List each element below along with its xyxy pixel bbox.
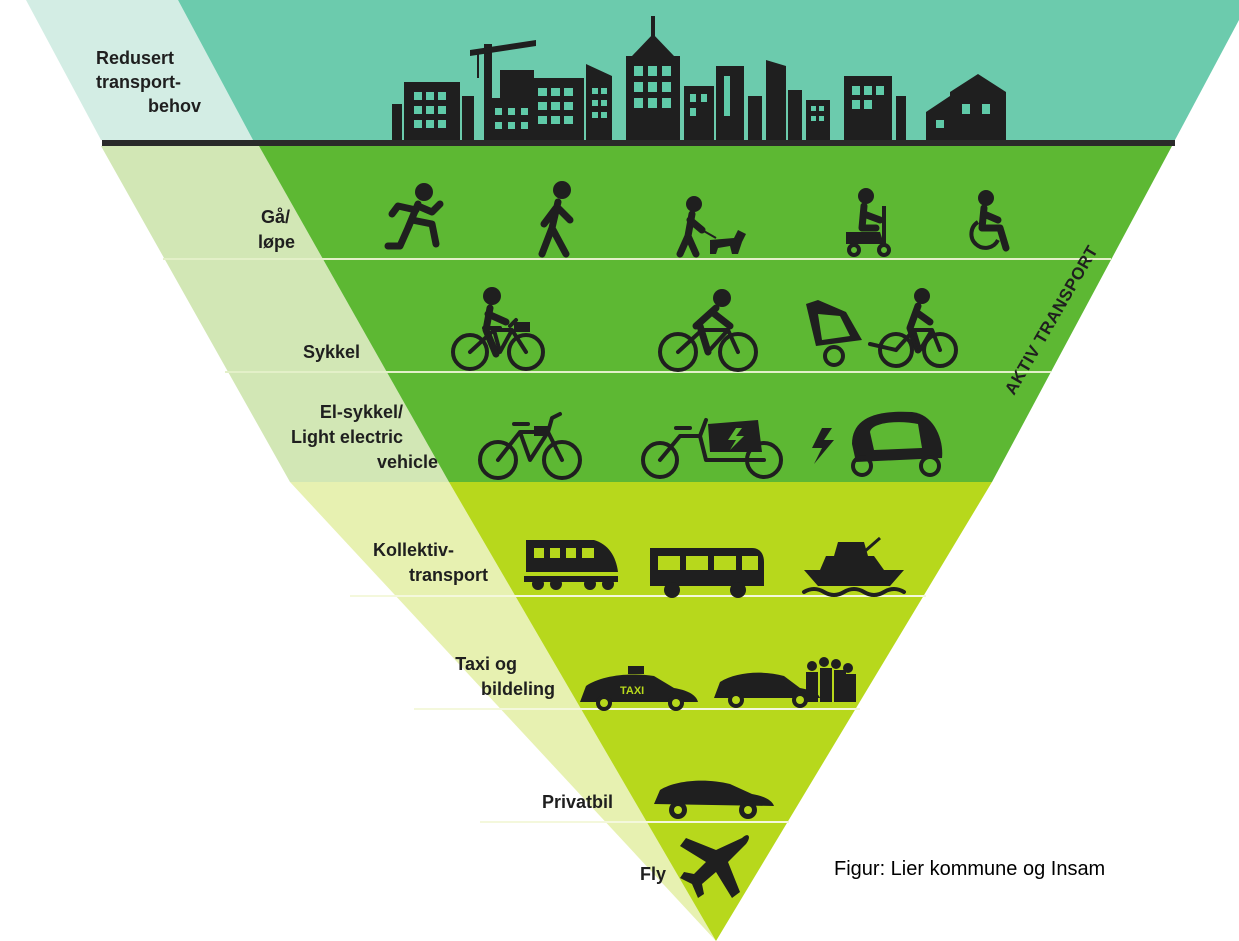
label-reduced-need: Redusert transport- behov	[96, 48, 201, 116]
label-fly: Fly	[640, 864, 666, 884]
airplane-icon	[680, 835, 749, 898]
train-icon	[524, 540, 618, 590]
runner-icon	[384, 183, 444, 250]
label-public-transport: Kollektiv- transport	[373, 540, 488, 585]
label-taxi: Taxi og bildeling	[455, 654, 555, 699]
cargo-ebike-icon	[641, 418, 783, 479]
label-walk: Gå/ løpe	[258, 207, 295, 252]
active-transport-band-light	[101, 146, 449, 482]
city-bike-icon	[451, 287, 545, 371]
bus-icon	[650, 548, 764, 598]
figure-caption: Figur: Lier kommune og Insam	[834, 858, 1106, 880]
label-ebike: El-sykkel/ Light electric vehicle	[291, 402, 438, 472]
wheelchair-icon	[969, 190, 1010, 252]
taxi-icon: TAXI	[580, 666, 698, 711]
label-bike: Sykkel	[303, 342, 360, 362]
label-private-car: Privatbil	[542, 792, 613, 812]
reduced-need-band-light	[26, 0, 253, 140]
people-group-icon	[806, 657, 856, 702]
shared-car-icon	[714, 672, 820, 708]
electric-bike-icon	[478, 412, 582, 480]
ferry-icon	[802, 536, 906, 597]
road-bike-icon	[658, 289, 758, 372]
walker-icon	[538, 181, 574, 258]
electric-pod-vehicle-icon	[812, 411, 943, 477]
taxi-sign-text: TAXI	[620, 685, 644, 697]
dog-walker-icon	[676, 196, 746, 258]
city-skyline-icon	[392, 16, 1006, 140]
mobility-scooter-icon	[846, 188, 891, 257]
bike-with-trailer-icon	[806, 288, 958, 368]
private-car-icon	[654, 780, 774, 819]
